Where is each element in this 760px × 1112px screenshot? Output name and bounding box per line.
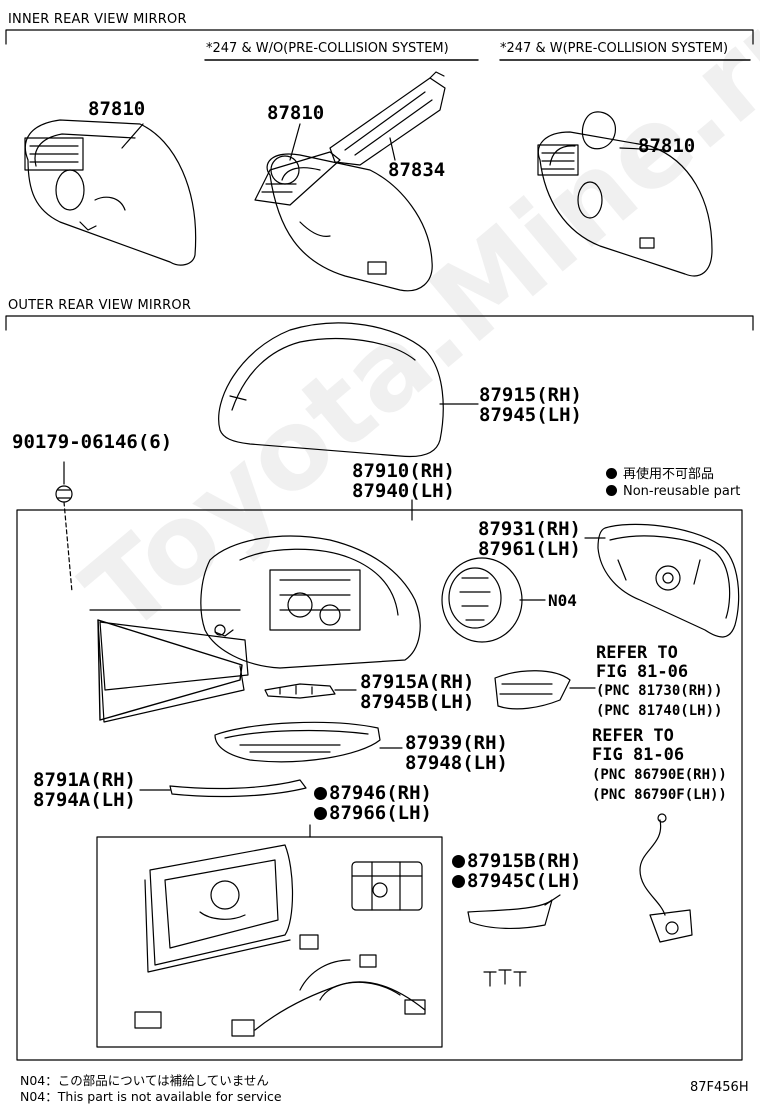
legend-jp-text: 再使用不可部品 bbox=[623, 467, 715, 482]
part-number-87940-lh[interactable]: 87940(LH) bbox=[352, 480, 455, 502]
part-number-87946-rh[interactable]: 87946(RH) bbox=[314, 783, 432, 803]
part-number-87810-a[interactable]: 87810 bbox=[88, 98, 146, 120]
part-number-87948-lh[interactable]: 87948(LH) bbox=[405, 752, 508, 774]
part-number-87961-lh[interactable]: 87961(LH) bbox=[478, 538, 581, 560]
outer-mirror-cover-drawing bbox=[218, 322, 479, 458]
part-number-87910-rh[interactable]: 87910(RH) bbox=[352, 460, 455, 482]
inner-section-frame bbox=[5, 29, 754, 45]
part-number-87945c-lh[interactable]: 87945C(LH) bbox=[452, 871, 581, 891]
legend-jp: 再使用不可部品 bbox=[606, 463, 714, 482]
refer-1-pnc-lh: (PNC 81740(LH)) bbox=[596, 703, 723, 719]
inner-mirror-c-drawing bbox=[537, 111, 713, 277]
refer-2-line2[interactable]: FIG 81-06 bbox=[592, 745, 685, 765]
part-number-87939-rh[interactable]: 87939(RH) bbox=[405, 732, 508, 754]
part-number-87810-b[interactable]: 87810 bbox=[267, 102, 325, 124]
part-number-90179[interactable]: 90179-06146(6) bbox=[12, 431, 173, 453]
footnote-en: N04：This part is not available for servi… bbox=[20, 1089, 282, 1104]
actuator-motor-drawing bbox=[351, 861, 423, 911]
non-reusable-dot-icon bbox=[606, 468, 617, 479]
cover-b-drawing bbox=[467, 894, 561, 930]
bracket-87834-drawing bbox=[329, 71, 446, 166]
part-number-87945b-lh[interactable]: 87945B(LH) bbox=[360, 691, 475, 713]
part-number-87946-text: 87946(RH) bbox=[329, 782, 432, 804]
condition-with-pcs: *247 & W(PRE-COLLISION SYSTEM) bbox=[500, 41, 729, 56]
refer-2-pnc-lh: (PNC 86790F(LH)) bbox=[592, 787, 727, 803]
part-number-87810-c[interactable]: 87810 bbox=[638, 135, 696, 157]
part-number-8794a-lh[interactable]: 8794A(LH) bbox=[33, 789, 136, 811]
inner-mirror-a-drawing bbox=[24, 119, 197, 266]
housing-drawing bbox=[584, 523, 740, 638]
part-number-87966-lh[interactable]: 87966(LH) bbox=[314, 803, 432, 823]
non-reusable-dot-icon bbox=[452, 855, 465, 868]
part-number-87915a-rh[interactable]: 87915A(RH) bbox=[360, 671, 475, 693]
part-number-87945-lh[interactable]: 87945(LH) bbox=[479, 404, 582, 426]
actuator-kit-frame bbox=[96, 836, 443, 1048]
wiring-harness-drawing bbox=[134, 934, 426, 1037]
small-screws-drawing bbox=[483, 969, 527, 987]
outer-assembly-frame bbox=[16, 509, 743, 1061]
lamp-87939-drawing bbox=[214, 721, 403, 763]
refer-1-pnc-rh: (PNC 81730(RH)) bbox=[596, 683, 723, 699]
refer-1-line2[interactable]: FIG 81-06 bbox=[596, 662, 689, 682]
legend-en: Non-reusable part bbox=[606, 484, 740, 499]
outer-section-title: OUTER REAR VIEW MIRROR bbox=[8, 298, 192, 313]
part-number-87945c-text: 87945C(LH) bbox=[467, 870, 582, 892]
part-number-87966-text: 87966(LH) bbox=[329, 802, 432, 824]
non-reusable-dot-icon bbox=[452, 875, 465, 888]
garnish-8791a-drawing bbox=[139, 779, 307, 798]
n04-module-drawing bbox=[441, 557, 546, 643]
part-number-87915b-text: 87915B(RH) bbox=[467, 850, 582, 872]
footnote-jp: N04：この部品については補給していません bbox=[20, 1073, 269, 1088]
legend-en-text: Non-reusable part bbox=[623, 484, 741, 499]
part-number-87931-rh[interactable]: 87931(RH) bbox=[478, 518, 581, 540]
inner-mirror-b-drawing bbox=[254, 123, 433, 292]
cover-a-drawing bbox=[264, 683, 357, 699]
condition-without-pcs: *247 & W/O(PRE-COLLISION SYSTEM) bbox=[206, 41, 449, 56]
part-number-87834[interactable]: 87834 bbox=[388, 159, 446, 181]
part-number-8791a-rh[interactable]: 8791A(RH) bbox=[33, 769, 136, 791]
side-turn-lamp-drawing bbox=[494, 670, 596, 710]
figure-code: 87F456H bbox=[690, 1080, 749, 1095]
part-number-87915-rh[interactable]: 87915(RH) bbox=[479, 384, 582, 406]
non-reusable-dot-icon bbox=[606, 485, 617, 496]
mirror-assembly-drawing bbox=[89, 535, 421, 723]
refer-1-line1[interactable]: REFER TO bbox=[596, 643, 678, 663]
outer-section-frame bbox=[5, 315, 754, 331]
camera-cable-drawing bbox=[639, 813, 693, 943]
non-reusable-dot-icon bbox=[314, 807, 327, 820]
part-label-n04[interactable]: N04 bbox=[548, 591, 577, 610]
refer-2-line1[interactable]: REFER TO bbox=[592, 726, 674, 746]
inner-section-title: INNER REAR VIEW MIRROR bbox=[8, 12, 187, 27]
non-reusable-dot-icon bbox=[314, 787, 327, 800]
kit-mirror-glass-drawing bbox=[144, 844, 294, 973]
screw-drawing bbox=[55, 461, 73, 593]
part-number-87915b-rh[interactable]: 87915B(RH) bbox=[452, 851, 581, 871]
refer-2-pnc-rh: (PNC 86790E(RH)) bbox=[592, 767, 727, 783]
